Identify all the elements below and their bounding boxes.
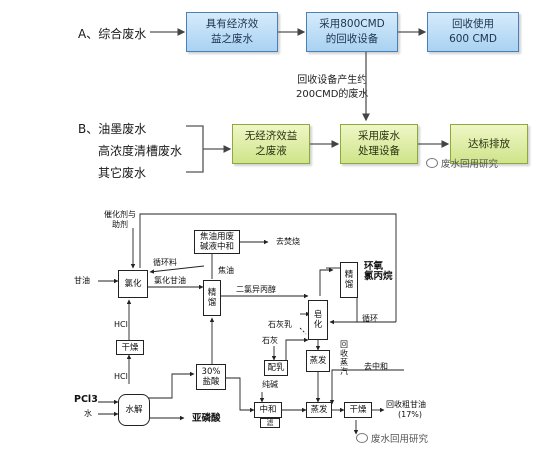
box-line: 之废液 (255, 145, 287, 157)
pcl3-label: PCl3 (74, 394, 98, 405)
hcl-30-percent-box: 30% 盐酸 (196, 364, 226, 390)
box-line: 益之废水 (211, 33, 253, 45)
glycerin-label: 甘油 (74, 276, 90, 285)
label-line: 氯丙烷 (364, 271, 393, 282)
label-line: 回 (340, 340, 348, 349)
b-high-concentration-wastewater-label: 高浓度清槽废水 (98, 144, 183, 158)
box-line: 碱液中和 (199, 242, 234, 252)
watermark-top: 废水回用研究 (426, 156, 498, 170)
a-comprehensive-wastewater-label: A、综合废水 (78, 27, 147, 41)
hydrolysis-vessel: 水解 (118, 394, 150, 426)
dichloropropanol-label: 二氯异丙醇 (236, 285, 276, 294)
evaporation-bottom-box: 蒸发 (306, 402, 332, 418)
phosphorous-acid-label: 亚磷酸 (192, 413, 221, 424)
label-line: 汽 (340, 367, 348, 376)
wechat-icon (426, 158, 438, 168)
wechat-icon (356, 433, 368, 443)
lime-milk-label: 石灰乳 (268, 320, 292, 329)
water-label: 水 (84, 409, 92, 418)
dry-box-1: 干燥 (116, 340, 144, 355)
box-line: 的回收设备 (325, 33, 379, 45)
box-800cmd-recycling-equipment: 采用800CMD 的回收设备 (306, 12, 398, 52)
box-line: 盐酸 (202, 377, 220, 387)
label-line: 环氧 (364, 261, 384, 272)
watermark-text: 废水回用研究 (441, 159, 499, 170)
label-line: (17%) (398, 410, 423, 419)
chlorination-box: 氯化 (118, 270, 148, 298)
rectify-column-2: 精 馏 (340, 262, 358, 298)
cyclize-column: 皂 化 (308, 300, 328, 340)
note-line: 回收设备产生约 (297, 75, 368, 86)
b-ink-wastewater-label: B、油墨废水 (78, 122, 147, 136)
hcl-top-label: HCl (114, 320, 128, 329)
dry-box-2: 干燥 (344, 402, 372, 418)
box-line: 皂 (313, 310, 323, 320)
box-standard-discharge: 达标排放 (450, 124, 528, 164)
chloroglycerin-label: 氯化甘油 (154, 276, 186, 285)
label-line: 回收粗甘油 (386, 400, 426, 409)
pure-alkali-label: 纯碱 (262, 380, 278, 389)
box-line: 采用废水 (358, 130, 400, 142)
box-economically-valuable-wastewater: 具有经济效 益之废水 (186, 12, 278, 52)
filter-box: 滤 (260, 418, 280, 428)
box-recycled-use-600cmd: 回收使用 600 CMD (427, 12, 519, 52)
label-line: 助剂 (112, 220, 128, 229)
box-wastewater-treatment-equipment: 采用废水 处理设备 (340, 124, 418, 164)
epichlorohydrin-label: 环氧 氯丙烷 (364, 262, 393, 282)
box-line: 30% (201, 367, 221, 377)
recovered-glycerin-label: 回收粗甘油 (17%) (386, 400, 426, 420)
recycle-material-label: 循环料 (153, 258, 177, 267)
box-line: 具有经济效 (205, 18, 259, 30)
watermark-text: 废水回用研究 (371, 434, 429, 445)
box-line: 精 (344, 270, 354, 280)
note-200cmd-wastewater: 回收设备产生约 200CMD的废水 (296, 74, 368, 102)
box-line: 化 (313, 320, 323, 330)
b-other-wastewater-label: 其它废水 (98, 166, 147, 180)
catalyst-label: 催化剂与 助剂 (104, 210, 136, 230)
to-incineration-label: 去焚烧 (276, 237, 300, 246)
box-line: 600 CMD (449, 33, 497, 45)
evaporation-top-box: 蒸发 (306, 350, 330, 372)
box-line: 处理设备 (358, 145, 400, 157)
label-line: 催化剂与 (104, 210, 136, 219)
tar-label: 焦油 (218, 266, 234, 275)
watermark-bottom: 废水回用研究 (356, 431, 428, 445)
box-line: 达标排放 (468, 137, 510, 150)
mix-milk-box: 配乳 (264, 360, 288, 376)
box-line: 采用800CMD (319, 18, 385, 30)
hcl-bottom-label: HCl (114, 372, 128, 381)
neutralize-box: 中和 (254, 402, 282, 418)
note-line: 200CMD的废水 (296, 89, 369, 100)
recycle-label: 循环 (362, 314, 378, 323)
tar-waste-alkali-neutralize-box: 焦油用废 碱液中和 (194, 230, 240, 254)
box-line: 焦油用废 (199, 232, 234, 242)
recover-steam-label: 回 收 蒸 汽 (340, 340, 348, 376)
box-line: 馏 (344, 280, 354, 290)
box-line: 无经济效益 (244, 130, 298, 142)
box-no-economic-value-waste-liquid: 无经济效益 之废液 (232, 124, 310, 164)
to-neutralize-label: 去中和 (364, 362, 388, 371)
label-line: 收 (340, 349, 348, 358)
lime-label: 石灰 (262, 336, 278, 345)
label-line: 蒸 (340, 358, 348, 367)
box-line: 回收使用 (452, 18, 494, 30)
rectify-column-1: 精 馏 (203, 280, 221, 316)
box-line: 馏 (207, 298, 217, 308)
box-line: 精 (207, 288, 217, 298)
